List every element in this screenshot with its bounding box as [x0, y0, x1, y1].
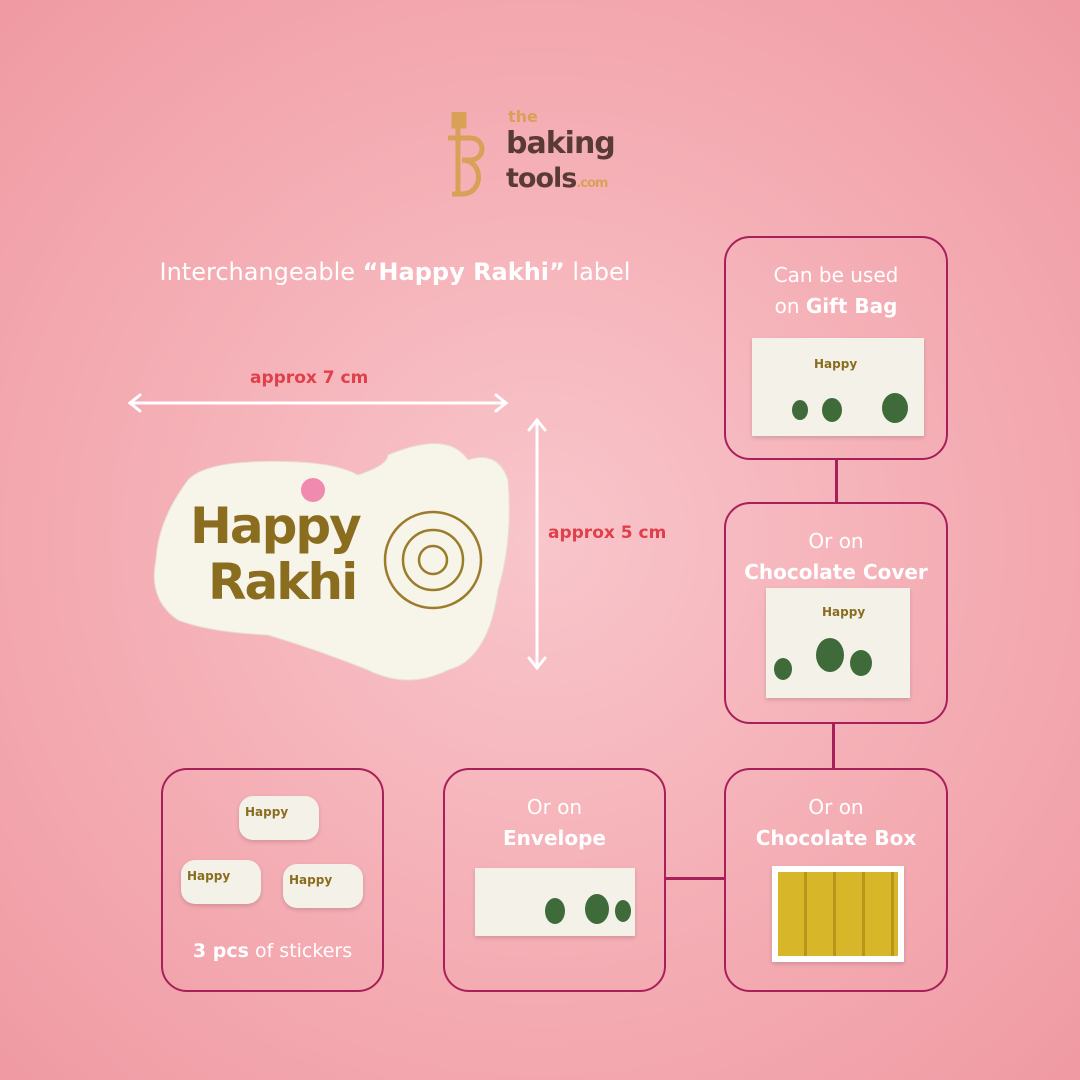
connector [666, 877, 725, 880]
sticker-image: Happy [239, 796, 319, 840]
gift-bag-image: Happy [752, 338, 924, 436]
stickers-caption: 3 pcs of stickers [192, 940, 353, 962]
use-card-gift-bag: Can be used on Gift Bag Happy [724, 236, 948, 460]
width-label: approx 7 cm [250, 368, 369, 388]
logo-baking: baking [506, 126, 616, 161]
stickers-card: Happy Happy Happy 3 pcs of stickers [161, 768, 384, 992]
chocolate-cover-image: Happy [766, 588, 910, 698]
sticker-image: Happy [181, 860, 261, 904]
chocolate-box-image [772, 866, 904, 962]
width-arrow [127, 393, 509, 413]
sticker-image: Happy [283, 864, 363, 908]
envelope-image [475, 868, 635, 936]
height-arrow [527, 417, 547, 671]
logo-fork-b-icon [448, 112, 485, 197]
use-card-envelope: Or on Envelope [443, 768, 666, 992]
use-card-chocolate-cover: Or on Chocolate Cover Happy [724, 502, 948, 724]
logo-tools: tools.com [506, 163, 608, 194]
use-card-chocolate-box: Or on Chocolate Box [724, 768, 948, 992]
brand-logo: the baking tools.com [440, 108, 660, 200]
connector [835, 460, 838, 503]
logo-the: the [508, 107, 538, 126]
height-label: approx 5 cm [548, 523, 667, 543]
connector [832, 724, 835, 769]
headline: Interchangeable “Happy Rakhi” label [159, 258, 631, 286]
